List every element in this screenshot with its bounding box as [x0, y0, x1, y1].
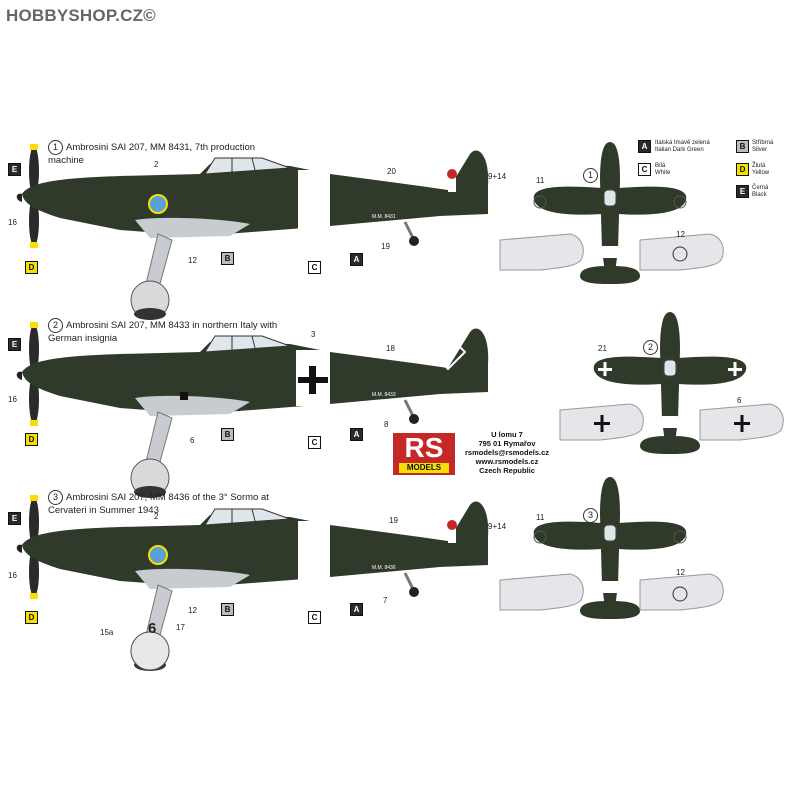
callout-3-2: 2	[154, 512, 159, 521]
badge-d-2: D	[25, 433, 38, 446]
callout-2-8: 8	[384, 420, 389, 429]
badge-b-1: B	[221, 252, 234, 265]
callout-3-16: 16	[8, 571, 17, 580]
badge-e-3: E	[8, 512, 21, 525]
plan-number-3: 3	[583, 508, 601, 523]
badge-c-2: C	[308, 436, 321, 449]
plan-view-2	[593, 311, 747, 455]
underwing-3-left	[499, 573, 584, 611]
badge-d-3: D	[25, 611, 38, 624]
callout-1-16: 16	[8, 218, 17, 227]
badge-a-3: A	[350, 603, 363, 616]
badge-a-2: A	[350, 428, 363, 441]
underwing-1-left	[499, 233, 584, 271]
callout-2-18: 18	[386, 344, 395, 353]
legend-badge-c: C	[638, 163, 651, 176]
callout-1-2: 2	[154, 160, 159, 169]
legend-badge-d: D	[736, 163, 749, 176]
callout-2-3: 3	[311, 330, 316, 339]
circle-number-2: 2	[48, 318, 63, 333]
badge-e-2: E	[8, 338, 21, 351]
legend-badge-a: A	[638, 140, 651, 153]
underwing-3-right	[639, 573, 724, 611]
callout-1-19: 19	[381, 242, 390, 251]
underwing-1-right	[639, 233, 724, 271]
side-profile-3	[15, 493, 490, 673]
plan-callout-1-11: 11	[536, 176, 545, 185]
callout-2-16: 16	[8, 395, 17, 404]
company-address: U lomu 7 795 01 Rymařov rsmodels@rsmodel…	[464, 430, 549, 475]
hobbyshop-watermark: HOBBYSHOP.CZ©	[6, 6, 156, 25]
plan-number-1: 1	[583, 168, 601, 183]
badge-e-1: E	[8, 163, 21, 176]
plan-view-3	[533, 476, 687, 620]
plan-callout-1-12: 12	[676, 230, 685, 239]
badge-c-1: C	[308, 261, 321, 274]
callout-1-12: 12	[188, 256, 197, 265]
badge-d-1: D	[25, 261, 38, 274]
callout-1-20: 20	[387, 167, 396, 176]
plan-callout-2-21: 21	[598, 344, 607, 353]
circle-number-3: 3	[48, 490, 63, 505]
tail-text-1: AMBROSINI 207	[410, 176, 448, 182]
underwing-2-left	[559, 403, 644, 441]
legend-badge-b: B	[736, 140, 749, 153]
underwing-2-right	[699, 403, 784, 441]
plan-callout-3-11: 11	[536, 513, 545, 522]
circle-number-1: 1	[48, 140, 63, 155]
serial-2: M.M. 8433	[372, 392, 396, 398]
serial-3: M.M. 8436	[372, 565, 396, 571]
badge-b-2: B	[221, 428, 234, 441]
plan-callout-3-12: 12	[676, 568, 685, 577]
side-profile-2	[15, 320, 490, 500]
side-profile-1	[15, 142, 490, 322]
callout-2-6: 6	[190, 436, 195, 445]
callout-3-9plus14: 9+14	[488, 522, 507, 531]
plan-number-2: 2	[643, 340, 661, 355]
callout-3-7: 7	[383, 596, 388, 605]
plan-view-1	[533, 141, 687, 285]
callout-3-6: 6	[148, 620, 157, 637]
callout-3-17: 17	[176, 623, 185, 632]
callout-3-12: 12	[188, 606, 197, 615]
badge-a-1: A	[350, 253, 363, 266]
badge-b-3: B	[221, 603, 234, 616]
badge-c-3: C	[308, 611, 321, 624]
serial-1: M.M. 8431	[372, 214, 396, 220]
callout-3-15a: 15a	[100, 628, 114, 637]
tail-text-3: AMBROSINI 207	[410, 527, 448, 533]
plan-callout-2-6: 6	[737, 396, 742, 405]
callout-3-19: 19	[389, 516, 398, 525]
rs-models-logo: RS MODELS	[393, 433, 455, 475]
callout-1-9plus14: 9+14	[488, 172, 507, 181]
legend-badge-e: E	[736, 185, 749, 198]
